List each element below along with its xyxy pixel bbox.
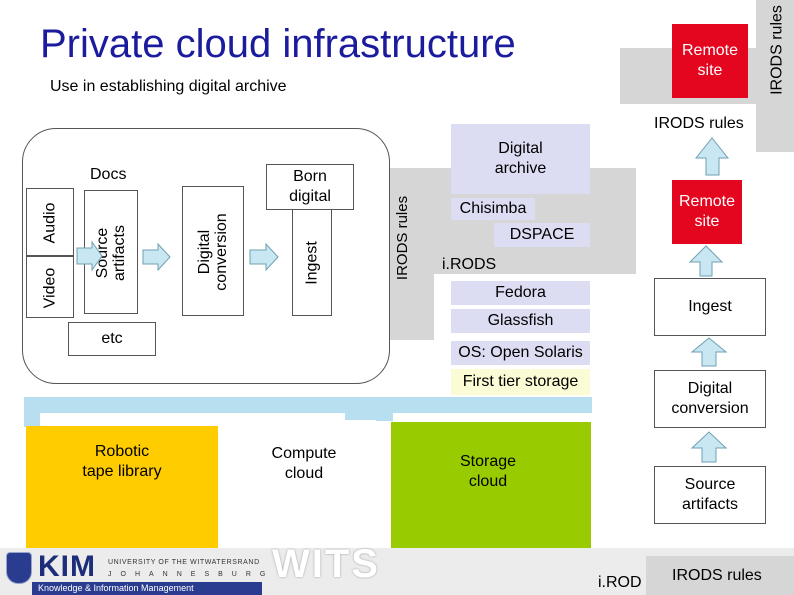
robotic-tape-library-label: Robotic tape library (82, 443, 162, 480)
remote-site-box-top: Remote site (672, 24, 748, 98)
irods-partial-label: i.ROD (598, 574, 642, 591)
page-title: Private cloud infrastructure (40, 22, 516, 66)
compute-cloud-box: Compute cloud (232, 420, 376, 548)
os-box: OS: Open Solaris (451, 341, 590, 365)
audio-box: Audio (26, 188, 74, 256)
remote-site-top-label: Remote site (681, 42, 739, 79)
arrow-source-to-conversion (142, 242, 171, 272)
first-tier-storage-label: First tier storage (462, 373, 579, 390)
etc-box: etc (68, 322, 156, 356)
remote-source-artifacts-label: Source artifacts (681, 476, 738, 513)
blue-band-top (24, 397, 592, 413)
knowledge-management-bar (32, 582, 262, 595)
dspace-box: DSPACE (494, 223, 590, 247)
arrow-conversion-to-ingest (249, 242, 279, 272)
university-name: UNIVERSITY OF THE WITWATERSRAND (108, 559, 260, 566)
irods-rules-label: IRODS rules (654, 115, 744, 132)
irods-stack-label: i.RODS (442, 256, 497, 273)
knowledge-management-label: Knowledge & Information Management (38, 583, 194, 593)
compute-cloud-label: Compute cloud (271, 445, 337, 482)
docs-label: Docs (90, 166, 127, 183)
remote-source-artifacts-box: Source artifacts (654, 466, 766, 524)
johannesburg-label: JOHANNESBURG (108, 571, 275, 578)
remote-site-label: Remote site (678, 193, 736, 230)
blue-band-center (345, 397, 393, 421)
kim-logo: KIM (38, 550, 96, 583)
grey-band-irods-col (388, 168, 434, 340)
glassfish-box: Glassfish (451, 309, 590, 333)
remote-ingest-label: Ingest (688, 298, 732, 315)
digital-archive-label: Digital archive (494, 140, 547, 177)
os-label: OS: Open Solaris (458, 344, 583, 361)
remote-digital-conversion-label: Digital conversion (671, 380, 749, 417)
chisimba-box: Chisimba (451, 198, 535, 220)
blue-band-stem (24, 397, 40, 427)
page-subtitle: Use in establishing digital archive (50, 78, 287, 95)
born-digital-label: Born digital (289, 168, 331, 205)
digital-archive-box: Digital archive (451, 124, 590, 194)
first-tier-storage-box: First tier storage (451, 369, 590, 395)
irods-rules-bottom-box (646, 556, 794, 595)
storage-cloud-box: Storage cloud (391, 422, 591, 548)
storage-cloud-label: Storage cloud (459, 453, 517, 490)
arrow-up-to-remote-site (688, 245, 724, 277)
remote-digital-conversion-box: Digital conversion (654, 370, 766, 428)
robotic-tape-library-box: Robotic tape library (26, 426, 218, 548)
arrow-up-to-digital-conversion (690, 431, 728, 463)
grey-band-right (756, 0, 794, 152)
arrow-up-to-irods-rules (694, 137, 730, 176)
university-crest (6, 552, 32, 584)
digital-conversion-box: Digital conversion (182, 186, 244, 316)
irods-rules-bottom-label: IRODS rules (672, 567, 762, 584)
arrow-up-to-ingest (690, 337, 728, 367)
wits-wordmark: WITS (272, 542, 380, 586)
dspace-label: DSPACE (509, 226, 575, 243)
remote-site-box: Remote site (672, 180, 742, 244)
etc-label: etc (101, 330, 123, 347)
video-box: Video (26, 256, 74, 318)
arrow-audio-to-source (76, 240, 103, 272)
chisimba-label: Chisimba (459, 200, 527, 217)
glassfish-label: Glassfish (487, 312, 554, 329)
fedora-label: Fedora (495, 284, 546, 301)
born-digital-box: Born digital (266, 164, 354, 210)
remote-ingest-box: Ingest (654, 278, 766, 336)
fedora-box: Fedora (451, 281, 590, 305)
